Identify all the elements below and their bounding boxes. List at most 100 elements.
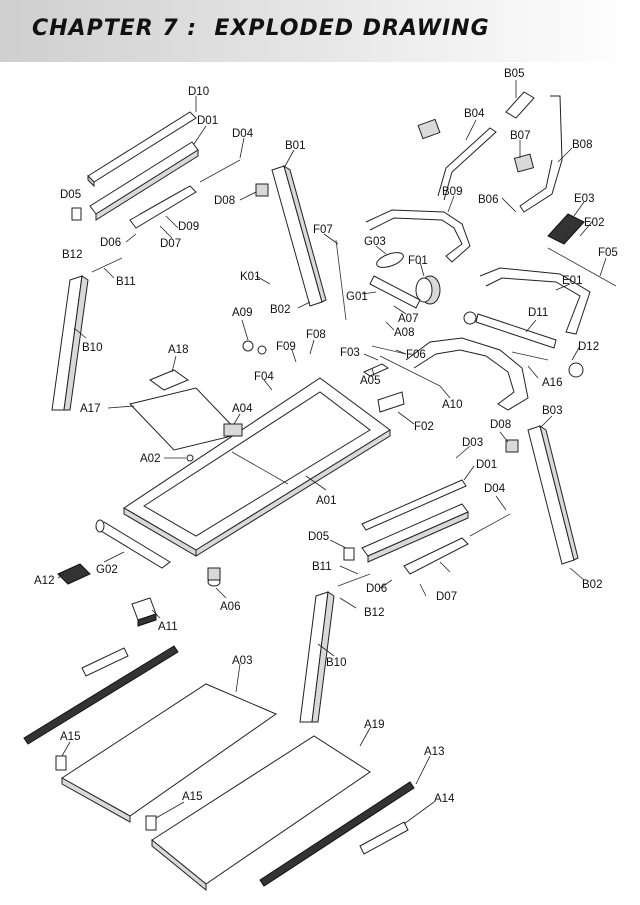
label-a05: A05 [360, 375, 380, 387]
label-g01: G01 [346, 291, 368, 303]
label-b10-lower: B10 [326, 657, 346, 669]
label-a02: A02 [140, 453, 160, 465]
part-number-labels: D10 D01 D04 B01 D08 D05 D09 D06 D07 B12 … [34, 68, 618, 805]
plate-a05 [362, 363, 390, 377]
board-a17 [129, 387, 241, 451]
cable-f06 [371, 345, 407, 355]
label-f05: F05 [598, 247, 618, 259]
label-a13: A13 [424, 746, 444, 758]
board-f02 [377, 391, 405, 413]
label-b08: B08 [572, 139, 592, 151]
label-f04: F04 [254, 371, 274, 383]
endcap-left [71, 207, 82, 221]
rail-strip-a13 [259, 781, 415, 887]
crossbar-d11 [475, 313, 557, 349]
rod-d04-lower [469, 513, 511, 537]
bolt-b11-left [91, 257, 123, 273]
exploded-drawing: D10 D01 D04 B01 D08 D05 D09 D06 D07 B12 … [23, 68, 618, 892]
label-a11: A11 [158, 621, 178, 633]
handlebar-b04 [437, 127, 497, 201]
rod-d04-upper [199, 159, 241, 183]
label-b03: B03 [542, 405, 562, 417]
label-a19: A19 [364, 719, 384, 731]
label-a10: A10 [442, 399, 462, 411]
belt-g03 [376, 252, 404, 268]
label-b07: B07 [510, 130, 530, 142]
label-b02-upper: B02 [270, 304, 290, 316]
label-d10: D10 [188, 86, 209, 98]
motor-pulley-f01 [415, 275, 441, 305]
label-b01: B01 [285, 140, 305, 152]
label-a15-upper: A15 [60, 731, 80, 743]
label-f08: F08 [306, 329, 326, 341]
label-f02: F02 [414, 421, 434, 433]
hinge-d08-upper [255, 183, 269, 197]
label-b04: B04 [464, 108, 485, 120]
label-b05: B05 [504, 68, 524, 80]
label-d04-lower: D04 [484, 483, 506, 495]
label-f06: F06 [406, 349, 426, 361]
clip-a15-lower [145, 815, 157, 831]
label-d05-lower: D05 [308, 531, 329, 543]
label-b06: B06 [478, 194, 498, 206]
label-a16: A16 [542, 377, 562, 389]
belt-a19 [151, 735, 371, 892]
label-b10-upper: B10 [82, 342, 102, 354]
label-d05: D05 [60, 189, 81, 201]
label-b12: B12 [62, 249, 82, 261]
label-e02: E02 [584, 217, 604, 229]
label-d01-lower: D01 [476, 459, 497, 471]
label-d08: D08 [214, 195, 235, 207]
label-d04: D04 [232, 128, 254, 140]
label-a18: A18 [168, 344, 188, 356]
label-k01: K01 [240, 271, 260, 283]
upright-left-b01 [271, 164, 327, 307]
deck-a03 [61, 683, 278, 823]
side-rail-cover-left [87, 111, 197, 188]
roller-g02 [95, 519, 171, 569]
pad-a18 [148, 369, 190, 391]
label-g02: G02 [96, 564, 118, 576]
label-d12: D12 [578, 341, 599, 353]
label-a08: A08 [394, 327, 414, 339]
roller-d12 [463, 311, 584, 378]
hinge-d08-lower [505, 439, 519, 453]
side-rail-bracket-right [403, 537, 469, 575]
rail-small-upper [81, 647, 129, 677]
bolt-a02 [186, 454, 194, 462]
handlebar-b08 [519, 95, 563, 213]
endcap-right [343, 547, 355, 561]
cable-f03 [379, 355, 441, 387]
label-b12-lower: B12 [364, 607, 384, 619]
label-d01: D01 [197, 115, 218, 127]
label-d09: D09 [178, 221, 199, 233]
label-a04: A04 [232, 403, 253, 415]
label-a01: A01 [316, 495, 336, 507]
label-d07: D07 [160, 238, 181, 250]
cable-f05 [547, 247, 617, 287]
label-a17: A17 [80, 403, 100, 415]
label-f03: F03 [340, 347, 360, 359]
label-d07-lower: D07 [436, 591, 457, 603]
label-f01: F01 [408, 255, 428, 267]
rail-small-a14 [359, 821, 409, 855]
console-e03 [547, 213, 585, 245]
label-e03: E03 [574, 193, 594, 205]
console-frame-e01 [479, 267, 591, 335]
side-rail-left [89, 141, 199, 221]
chapter-header: CHAPTER 7 : EXPLODED DRAWING [0, 0, 640, 62]
label-d06: D06 [100, 237, 121, 249]
label-d11: D11 [528, 307, 548, 319]
chapter-title: CHAPTER 7 : EXPLODED DRAWING [32, 16, 490, 41]
side-rail-bracket-left [129, 185, 197, 229]
label-a09: A09 [232, 307, 252, 319]
label-d03: D03 [462, 437, 483, 449]
label-a06: A06 [220, 601, 240, 613]
motor-shaft-g01 [369, 275, 421, 309]
wheel-a09 [242, 340, 267, 355]
label-d08-lower: D08 [490, 419, 511, 431]
upright-b10-left [51, 275, 89, 411]
label-a12: A12 [34, 575, 54, 587]
sleeve-b07 [513, 153, 535, 173]
foot-a06 [207, 567, 221, 587]
